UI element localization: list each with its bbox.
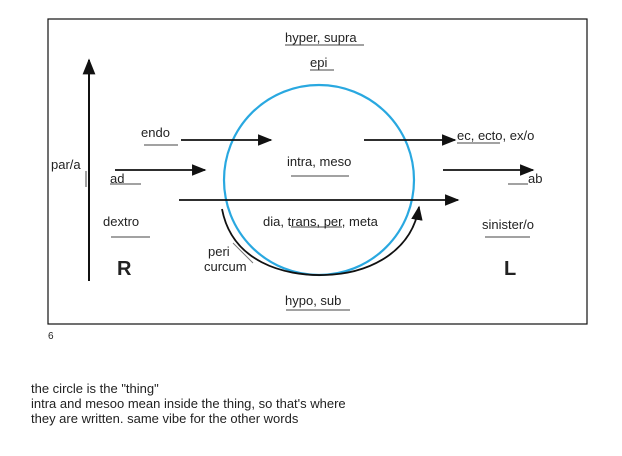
page-number: 6 [48, 331, 54, 342]
label-ab: ab [528, 171, 543, 186]
notes: the circle is the "thing" intra and meso… [31, 381, 346, 426]
note-line: intra and mesoo mean inside the thing, s… [31, 396, 346, 411]
label-curcum: curcum [204, 259, 247, 274]
peri-slash [232, 242, 254, 264]
label-endo: endo [141, 125, 170, 140]
label-hypo-sub: hypo, sub [285, 293, 342, 308]
note-line: they are written. same vibe for the othe… [31, 411, 299, 426]
label-intra-meso: intra, meso [287, 154, 352, 169]
note-line: the circle is the "thing" [31, 381, 159, 396]
label-peri: peri [208, 244, 230, 259]
label-hyper-supra: hyper, supra [285, 30, 357, 45]
label-right: R [117, 258, 132, 280]
label-epi: epi [310, 55, 328, 70]
thing-circle [222, 83, 416, 277]
label-dia-trans: dia, trans, per, meta [263, 214, 378, 229]
label-para: par/a [51, 157, 81, 172]
label-dextro: dextro [103, 214, 140, 229]
peri-curve-arrow [221, 205, 423, 276]
label-left: L [504, 258, 517, 280]
label-ec-ecto: ec, ecto, ex/o [457, 128, 535, 143]
label-sinister: sinister/o [482, 217, 535, 232]
label-ad: ad [110, 171, 125, 186]
diagram-frame [47, 18, 588, 325]
